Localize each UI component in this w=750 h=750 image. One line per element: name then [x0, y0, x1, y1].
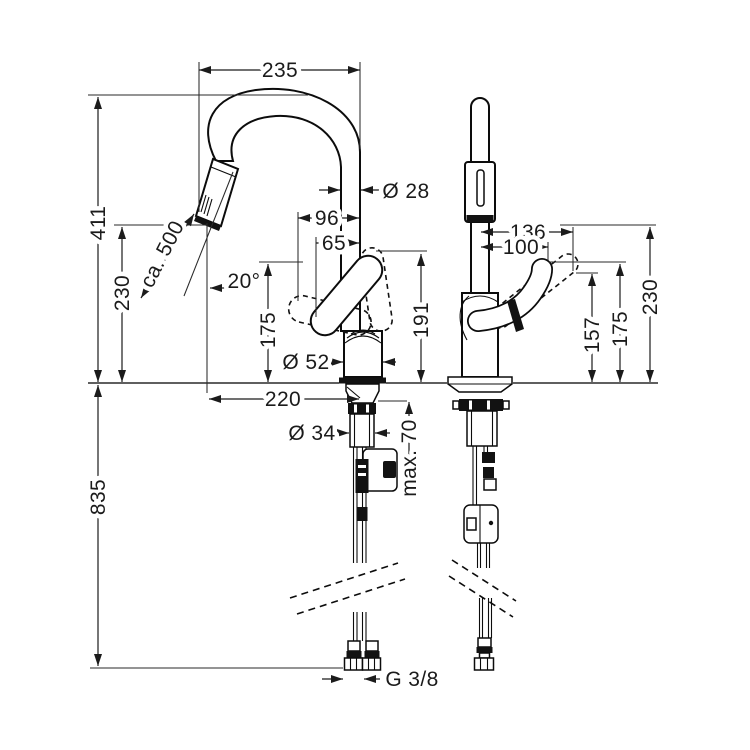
dim-230-side-label: 230 — [639, 279, 662, 315]
handle-dome-arcs — [344, 329, 382, 344]
dim-base-depth-label: 220 — [265, 388, 301, 411]
hose-weight-side — [463, 504, 499, 544]
shank-front — [349, 413, 375, 448]
dim-max-deck-label: max. 70 — [398, 419, 421, 497]
break-lines-front — [289, 562, 406, 615]
handle-front-swing-right — [360, 247, 393, 332]
handle-front — [309, 254, 384, 337]
break-lines-side — [448, 559, 517, 618]
dim-96-label: 96 — [315, 207, 339, 230]
hose-fitting-front — [356, 507, 368, 521]
dimension-lines — [94, 66, 654, 683]
dim-outlet-height-label: 230 — [111, 275, 134, 311]
dim-hose-pullout-label: ca. 500 — [136, 217, 189, 291]
dim-100-label: 100 — [503, 236, 539, 259]
body-front — [343, 330, 383, 378]
dim-shank-diameter-label: Ø 34 — [288, 422, 335, 445]
base-plate-front — [339, 377, 386, 384]
dim-handle-height-label: 175 — [257, 312, 280, 348]
spray-head-front — [194, 157, 240, 231]
dim-175-side-label: 175 — [609, 311, 632, 347]
tubes-side — [472, 446, 497, 505]
dim-65-label: 65 — [322, 232, 346, 255]
faucet-front-view — [194, 87, 406, 671]
hose-connector-side — [473, 637, 495, 671]
spray-head-side — [464, 161, 496, 223]
dim-overall-height-label: 411 — [87, 206, 110, 241]
dim-136-label: 136 — [510, 221, 546, 244]
mounting-nut-side — [459, 399, 503, 411]
dim-body-diameter-label: Ø 52 — [282, 351, 329, 374]
dim-157-label: 157 — [581, 317, 604, 353]
dim-191-label: 191 — [410, 302, 433, 338]
dim-reach-label: 235 — [262, 59, 298, 82]
dim-spout-diameter-label: Ø 28 — [382, 180, 429, 203]
mounting-cone-front — [345, 383, 380, 404]
counter-top-line — [88, 382, 658, 669]
faucet-side-view — [447, 97, 579, 671]
body-side — [461, 292, 499, 378]
dim-hose-drop-label: 835 — [87, 479, 110, 515]
pullout-arrow — [140, 213, 195, 299]
dim-swivel-angle-label: 20° — [228, 270, 261, 293]
mounting-nut-front — [348, 403, 376, 414]
dim-thread-label: G 3/8 — [385, 668, 438, 691]
hose-connectors-front — [343, 640, 382, 671]
hose-side — [476, 543, 493, 638]
handle-side — [459, 258, 553, 341]
